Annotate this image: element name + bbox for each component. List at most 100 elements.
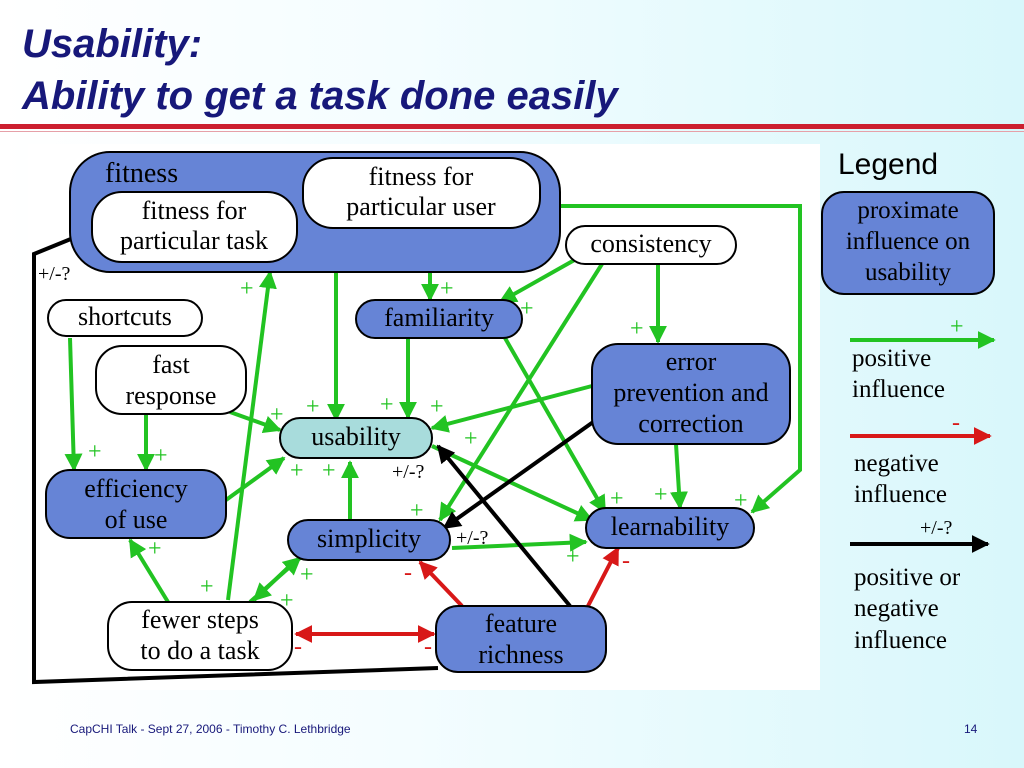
node-fast-response-label-2: response [126,381,217,410]
edge-label-mixed: +/-? [392,461,424,483]
node-error-label-1: error [666,347,717,376]
edge-fast-response-usability [229,410,282,433]
legend-mixed-label-2: negative [854,595,939,622]
legend-mixed-label-1: positive or [854,564,961,591]
edge-label-plus: + [300,562,314,588]
edge-label-minus: - [622,548,630,574]
edge-feature-richness-usability [436,444,572,608]
node-efficiency-of-use: efficiency of use [45,469,227,539]
edge-fewer-steps-efficiency [128,538,170,604]
legend-node-sample: proximate influence on usability [821,191,995,295]
legend-positive: + positive influence [850,314,996,403]
edge-label-mixed: +/-? [38,263,70,285]
node-familiarity-label: familiarity [384,303,494,332]
usability-influence-diagram: fitness fitness for particular task fitn… [28,144,996,690]
node-error-prevention: error prevention and correction [591,343,791,445]
edge-label-plus: + [280,588,294,614]
node-consistency-label: consistency [590,229,711,258]
edge-label-plus: + [430,394,444,420]
edge-label-plus: + [88,439,102,465]
node-usability: usability [279,417,433,459]
edge-consistency-familiarity [498,256,579,304]
edge-error-learnability [670,443,688,510]
legend-node-label-1: proximate [857,197,958,224]
edge-label-minus: - [294,634,302,660]
node-learnability-label: learnability [611,512,729,541]
edge-label-plus: + [290,458,304,484]
edge-feature-richness-simplicity [418,560,464,608]
legend-positive-sign: + [950,314,964,340]
title-divider [0,124,1024,129]
node-efficiency-label-1: efficiency [84,474,187,503]
node-fitness-user-label-1: fitness for [369,162,474,191]
edge-shortcuts-efficiency [64,337,83,472]
edge-consistency-simplicity [438,262,604,522]
slide-title-line-1: Usability: [22,22,203,66]
edge-label-plus: + [306,394,320,420]
edge-label-minus: - [424,634,432,660]
legend-negative: - negative influence [850,410,992,508]
edge-label-plus: + [566,544,580,570]
edge-labels: + + + + + + + + + + + + + + + + + + + + … [38,263,748,660]
node-fitness-label: fitness [105,158,178,189]
edge-label-plus: + [654,482,668,508]
edge-familiarity-learnability [503,337,607,514]
node-efficiency-label-2: of use [105,505,168,534]
edge-feature-richness-fitness [32,229,439,685]
node-familiarity: familiarity [355,299,523,339]
node-feature-richness-label-1: feature [485,609,557,638]
node-fitness-task-label-1: fitness for [142,196,247,225]
node-shortcuts-label: shortcuts [78,302,172,331]
legend-negative-label-2: influence [854,481,947,508]
edge-label-plus: + [154,443,168,469]
node-simplicity: simplicity [287,519,451,561]
node-consistency: consistency [565,225,737,265]
node-fast-response-label-1: fast [152,350,190,379]
edge-efficiency-usability [224,456,286,502]
legend-node-label-2: influence on [846,228,971,255]
node-shortcuts: shortcuts [47,299,203,337]
legend-negative-label-1: negative [854,450,939,477]
node-fitness-particular-user: fitness for particular user [302,157,541,229]
edge-label-plus: + [200,574,214,600]
node-error-label-2: prevention and [613,378,768,407]
node-fitness-particular-task: fitness for particular task [91,191,298,263]
edge-label-plus: + [610,486,624,512]
edge-fewer-steps-fitness-task [226,270,277,601]
legend-node-label-3: usability [865,259,952,286]
edge-label-plus: + [380,392,394,418]
node-fitness-user-label-2: particular user [346,192,496,221]
node-learnability: learnability [585,507,755,549]
legend-positive-label-1: positive [852,345,931,372]
slide-title-line-2: Ability to get a task done easily [22,74,618,118]
edge-label-plus: + [440,276,454,302]
node-simplicity-label: simplicity [317,524,421,553]
legend-mixed: +/-? positive or negative influence [850,517,990,654]
legend: Legend proximate influence on usability … [821,148,996,654]
title-divider-thin [0,131,1024,132]
node-fewer-steps-label-2: to do a task [140,636,259,665]
edge-feature-richness-learnability [586,546,620,607]
node-fewer-steps: fewer steps to do a task [107,601,293,671]
edge-fitness-learnability [560,204,802,514]
node-error-label-3: correction [638,409,743,438]
node-fewer-steps-label-1: fewer steps [141,605,259,634]
edge-error-simplicity [442,418,598,530]
legend-negative-sign: - [952,410,960,436]
edges [32,204,802,685]
edge-label-plus: + [464,426,478,452]
edge-label-plus: + [410,498,424,524]
edge-simplicity-fewer-steps [252,558,298,602]
legend-mixed-sign: +/-? [920,517,952,539]
node-feature-richness-label-2: richness [478,640,563,669]
edge-label-plus: + [240,276,254,302]
edge-label-mixed: +/-? [456,527,488,549]
node-feature-richness: feature richness [435,605,607,673]
legend-mixed-label-3: influence [854,627,947,654]
edge-label-minus: - [404,560,412,586]
page-number: 14 [964,722,978,736]
edge-label-plus: + [520,296,534,322]
node-fast-response: fast response [95,345,247,415]
edge-error-usability [430,384,593,433]
edge-label-plus: + [148,536,162,562]
